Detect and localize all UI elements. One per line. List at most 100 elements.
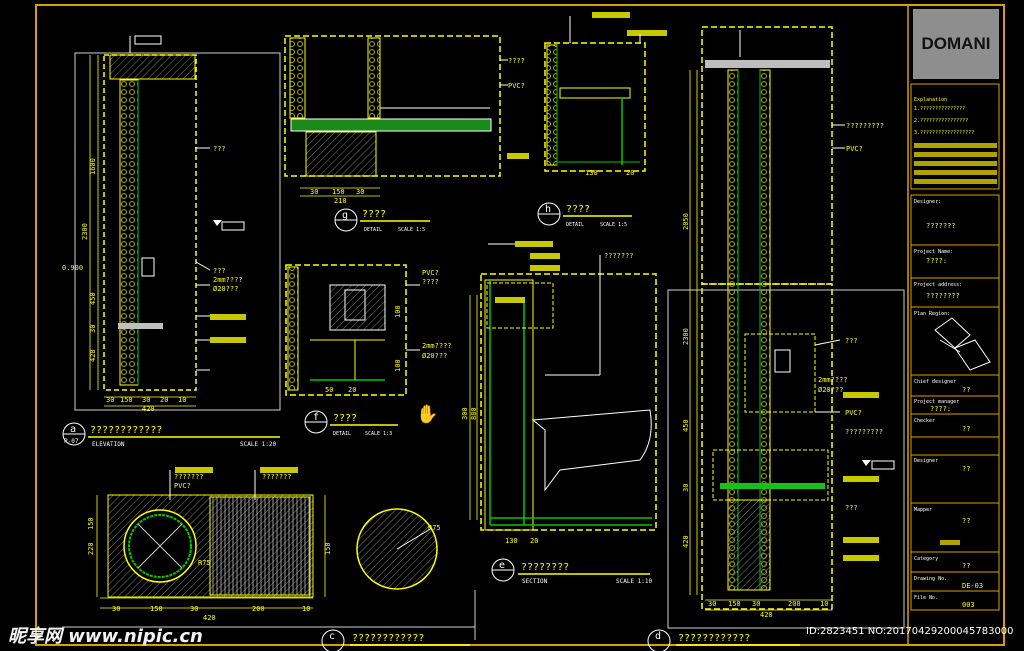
dim-r-b2: 150	[728, 600, 741, 608]
tb-category-value: ??	[962, 562, 970, 570]
label-g-q4: ????	[508, 57, 525, 65]
dim-f-b1: 50	[325, 386, 333, 394]
title-a-sub: ELEVATION	[92, 441, 125, 448]
title-e-scale: SCALE 1:10	[616, 578, 653, 585]
dim-e-s1: 300	[461, 407, 469, 420]
dim-a-b4: 20	[160, 396, 168, 404]
dim-e-s2: 880	[470, 407, 478, 420]
dim-a-total: 420	[142, 405, 155, 413]
title-g: g ???? DETAIL SCALE 1:5	[334, 208, 430, 233]
dim-r-b3: 30	[752, 600, 760, 608]
tb-chief-value: ??	[962, 386, 970, 394]
label-r-q9b: ?????????	[845, 428, 883, 436]
dim-r-s3: 450	[682, 419, 690, 432]
watermark-site: 昵享网 www.nipic.cn	[8, 626, 203, 647]
label-plan-q7b: ???????	[262, 473, 292, 481]
dim-r-b5: 10	[820, 600, 828, 608]
title-e-sub: SECTION	[522, 578, 548, 585]
dim-plan-s3: 150	[324, 542, 332, 555]
detail-f	[285, 264, 420, 396]
label-f-pvc: PVC?	[422, 269, 439, 277]
title-f-text: ????	[333, 413, 357, 424]
tb-designer2-label: Designer	[914, 458, 938, 464]
label-f-q4: ????	[422, 278, 439, 286]
sheet-border	[35, 4, 1005, 646]
title-h-scale: SCALE 1:5	[600, 222, 627, 228]
dim-f-s1: 100	[394, 305, 402, 318]
tb-mapper-label: Mapper	[914, 507, 932, 513]
tb-mapper-value: ??	[962, 517, 970, 525]
label-g-pvc: PVC?	[508, 82, 525, 90]
dim-a-1600: 1600	[89, 158, 97, 175]
detail-g	[284, 35, 529, 197]
title-g-text: ????	[362, 209, 386, 220]
dim-a-450: 450	[89, 292, 97, 305]
title-g-sub: DETAIL	[364, 227, 382, 233]
tb-pm-label: Project manager	[914, 399, 959, 405]
detail-plan	[96, 467, 326, 609]
detail-h	[544, 12, 667, 172]
label-a-d20: Ø20???	[213, 285, 238, 293]
tb-designer-label: Designer:	[914, 199, 941, 205]
title-e: e ???????? SECTION SCALE 1:10	[491, 558, 653, 585]
dim-plan-s1: 150	[87, 517, 95, 530]
tb-project-value: ????:	[926, 257, 947, 265]
title-c: c ????????????	[321, 629, 470, 651]
tb-address-label: Project address:	[914, 282, 962, 288]
label-r-mm2: 2mm????	[818, 376, 848, 384]
title-f-sub: DETAIL	[333, 431, 351, 437]
detail-e-section	[469, 241, 657, 531]
dim-g-total: 210	[334, 197, 347, 205]
dim-plan-b4: 200	[252, 605, 265, 613]
tb-pm-value: ????:	[930, 405, 951, 413]
dim-g-b2: 150	[332, 188, 345, 196]
label-r-pvc2: PVC?	[845, 409, 862, 417]
label-a-elev: 0.900	[62, 264, 83, 272]
label-a-q3b: ???	[213, 267, 226, 275]
label-f-mm2: 2mm????	[422, 342, 452, 350]
dim-a-30: 30	[89, 325, 97, 333]
company-logo: DOMANI	[913, 9, 999, 79]
dim-h-b2: 20	[626, 169, 634, 177]
dim-e-b1: 130	[505, 537, 518, 545]
title-a-text: ????????????	[90, 425, 162, 436]
title-g-letter: g	[342, 210, 348, 221]
label-r-pvc: PVC?	[846, 145, 863, 153]
title-a-scale: SCALE 1:20	[240, 441, 277, 448]
title-f-letter: f	[313, 412, 319, 423]
label-a-mm2: 2mm????	[213, 276, 243, 284]
detail-a-text: ??? ??? 2mm???? Ø20??? 0.900 1600 2300 4…	[62, 145, 243, 413]
title-block	[910, 83, 1000, 611]
title-d-text: ????????????	[678, 633, 750, 644]
tb-fileno-label: File No.	[914, 595, 938, 601]
dim-plan-s2: 220	[87, 542, 95, 555]
title-d-letter: d	[655, 631, 661, 642]
dim-plan-b5: 10	[302, 605, 310, 613]
dim-a-2300: 2300	[81, 223, 89, 240]
title-e-text: ????????	[521, 562, 569, 573]
label-plan-r75: R75	[198, 559, 211, 567]
dim-r-s1: 2050	[682, 213, 690, 230]
tb-checker-value: ??	[962, 425, 970, 433]
hand-cursor-icon: ✋	[416, 404, 439, 425]
dim-r-b4: 200	[788, 600, 801, 608]
dim-plan-total: 420	[203, 614, 216, 622]
tb-note-1: 1.???????????????	[914, 106, 965, 112]
title-c-letter: c	[329, 631, 335, 642]
tb-category-label: Category	[914, 556, 938, 562]
dim-g-b1: 30	[310, 188, 318, 196]
key-plan-icon	[934, 317, 991, 371]
title-h-letter: h	[545, 204, 551, 215]
label-r-q3: ???	[845, 337, 858, 345]
tb-fileno-value: 003	[962, 601, 975, 609]
detail-a-elevation	[74, 35, 281, 411]
detail-right-elevation	[667, 26, 905, 629]
label-f-d20: Ø20???	[422, 352, 447, 360]
label-circle-r75: R75	[428, 524, 441, 532]
dim-plan-b3: 30	[190, 605, 198, 613]
dim-r-s5: 420	[682, 535, 690, 548]
tb-designer2-value: ??	[962, 465, 970, 473]
detail-circle: R75	[356, 508, 441, 590]
title-g-scale: SCALE 1:5	[398, 227, 425, 233]
